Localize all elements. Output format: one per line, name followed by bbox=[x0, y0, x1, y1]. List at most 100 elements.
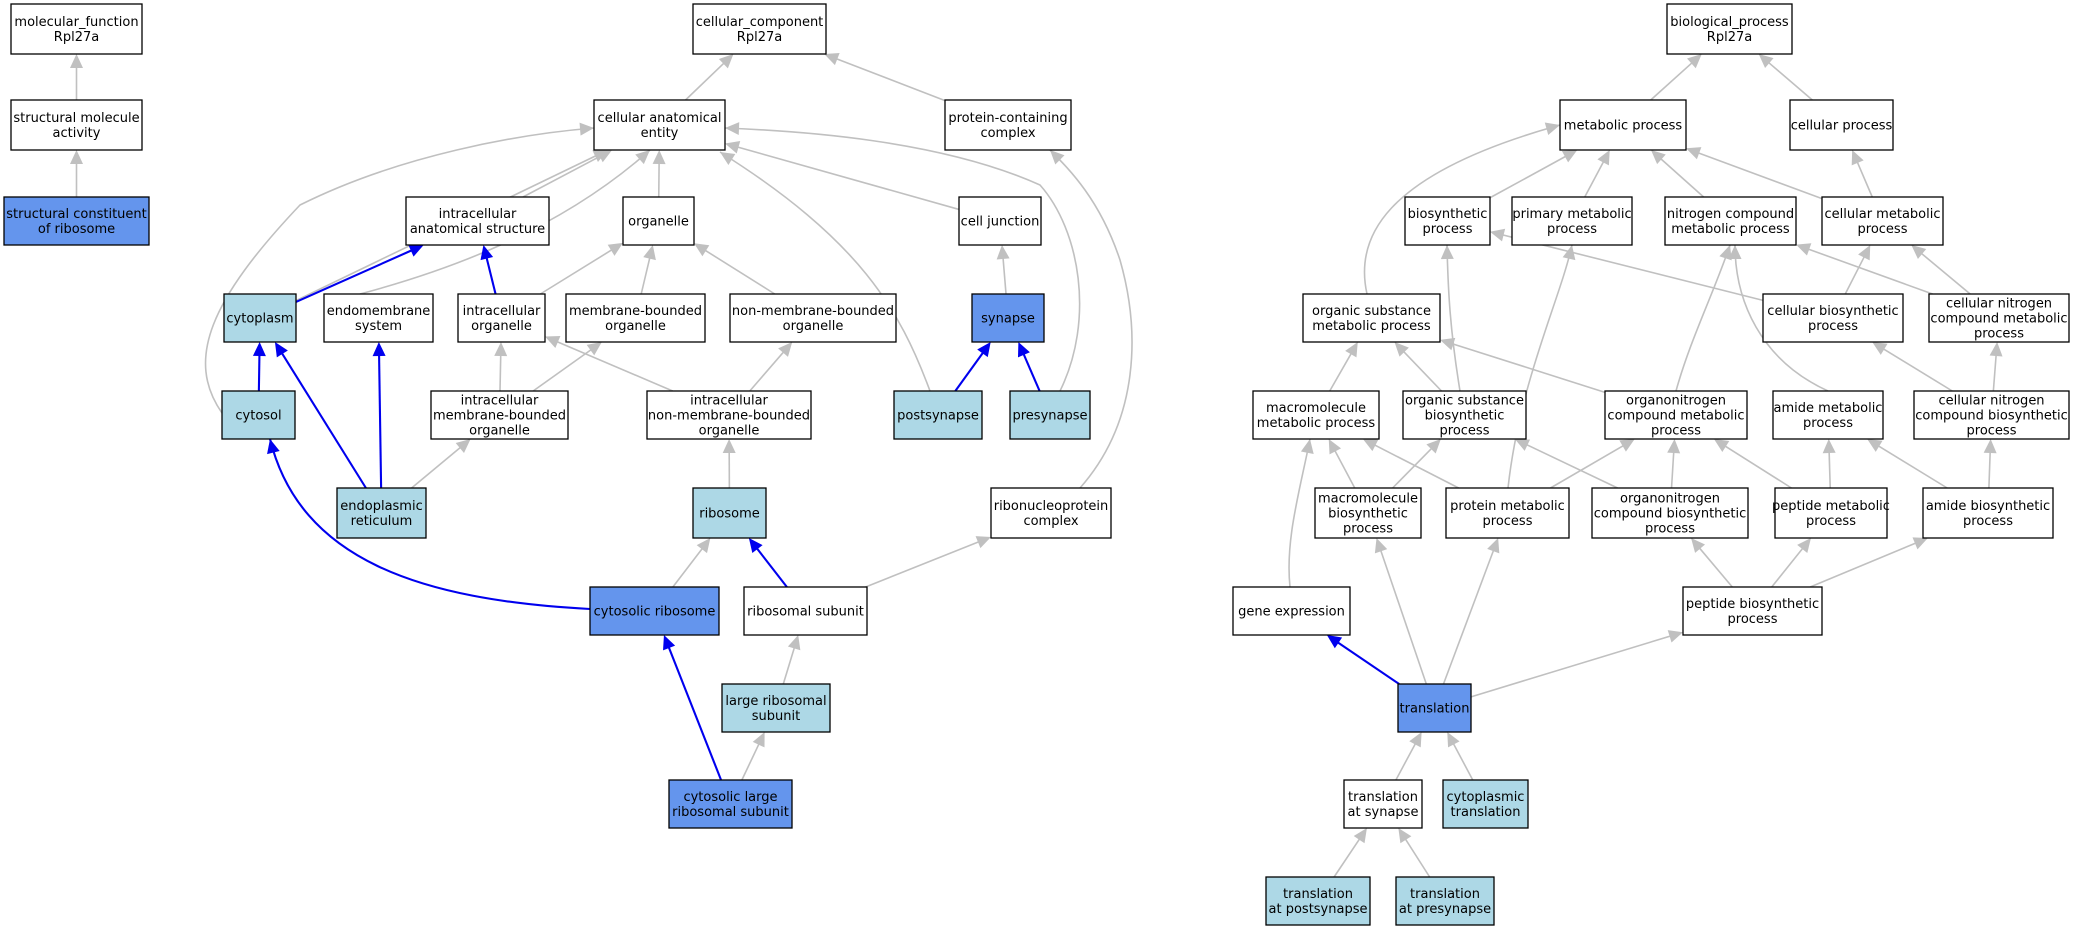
node-label: presynapse bbox=[1012, 409, 1087, 424]
go-term-node-cj[interactable]: cell junction bbox=[958, 196, 1042, 246]
node-label: organic substance bbox=[1405, 394, 1524, 409]
node-label: nitrogen compound bbox=[1667, 207, 1794, 222]
node-label: organelle bbox=[471, 319, 532, 334]
node-label: cellular process bbox=[1791, 119, 1893, 134]
node-box bbox=[721, 683, 831, 733]
edge-io-to-org bbox=[539, 242, 623, 295]
edge-ge-to-mmp bbox=[1288, 438, 1314, 588]
go-term-node-org[interactable]: organelle bbox=[622, 196, 695, 246]
node-box bbox=[1591, 487, 1749, 539]
edge-trans-to-pbp bbox=[1470, 630, 1683, 698]
edge-tapost-to-tas bbox=[1333, 828, 1367, 878]
go-term-node-cytosol[interactable]: cytosol bbox=[221, 390, 296, 440]
node-label: molecular_function bbox=[14, 15, 138, 30]
go-term-node-trans[interactable]: translation bbox=[1397, 683, 1472, 733]
node-label: biosynthetic bbox=[1328, 507, 1408, 522]
node-box bbox=[1445, 487, 1570, 539]
go-term-node-pre[interactable]: presynapse bbox=[1009, 390, 1091, 440]
edge-er-to-imbo bbox=[411, 439, 471, 489]
node-label: peptide biosynthetic bbox=[1686, 597, 1819, 612]
go-term-node-syn[interactable]: synapse bbox=[971, 293, 1045, 343]
edge-mbo-to-org bbox=[640, 245, 656, 295]
node-box bbox=[10, 3, 143, 55]
node-label: ribosome bbox=[699, 507, 760, 522]
node-box bbox=[1397, 683, 1472, 733]
node-label: cytoplasm bbox=[226, 312, 293, 327]
node-label: of ribosome bbox=[38, 222, 115, 237]
node-label: entity bbox=[641, 126, 679, 141]
node-box bbox=[622, 196, 695, 246]
node-label: macromolecule bbox=[1318, 492, 1418, 507]
go-term-node-cyto[interactable]: cytoplasm bbox=[223, 293, 297, 343]
edge-rsu-to-ribo bbox=[748, 538, 788, 588]
edge-cbp-to-cmp bbox=[1844, 245, 1871, 295]
node-label: process bbox=[1651, 424, 1701, 439]
edge-nmbo-to-org bbox=[694, 243, 776, 295]
node-box bbox=[944, 99, 1072, 151]
go-term-node-mp[interactable]: metabolic process bbox=[1559, 99, 1687, 151]
go-term-node-inmbo[interactable]: intracellularnon-membrane-boundedorganel… bbox=[646, 390, 812, 440]
edge-er-to-cyto bbox=[274, 342, 367, 489]
edge-cp-to-bp bbox=[1758, 54, 1813, 101]
node-label: system bbox=[355, 319, 402, 334]
edge-cncbp-to-cbp bbox=[1872, 342, 1953, 392]
node-box bbox=[1682, 586, 1823, 636]
node-label: translation bbox=[1348, 790, 1418, 805]
go-term-node-cp[interactable]: cellular process bbox=[1789, 99, 1894, 151]
go-term-node-ribo[interactable]: ribosome bbox=[692, 487, 767, 539]
edge-er-to-endo bbox=[372, 342, 386, 489]
edge-cytosol-to-cyto bbox=[252, 342, 266, 392]
go-term-node-post[interactable]: postsynapse bbox=[893, 390, 983, 440]
node-label: process bbox=[1974, 327, 2024, 342]
edges-layer bbox=[70, 52, 2003, 878]
go-term-node-rsu[interactable]: ribosomal subunit bbox=[743, 586, 868, 636]
go-term-node-cribo[interactable]: cytosolic ribosome bbox=[589, 586, 720, 636]
go-term-node-ge[interactable]: gene expression bbox=[1232, 586, 1351, 636]
node-label: cytosolic large bbox=[683, 790, 777, 805]
node-label: translation bbox=[1410, 887, 1480, 902]
node-label: cellular anatomical bbox=[598, 111, 722, 126]
node-box bbox=[1442, 779, 1529, 829]
edge-oncmp-to-osmp bbox=[1440, 337, 1606, 394]
node-label: process bbox=[1547, 222, 1597, 237]
